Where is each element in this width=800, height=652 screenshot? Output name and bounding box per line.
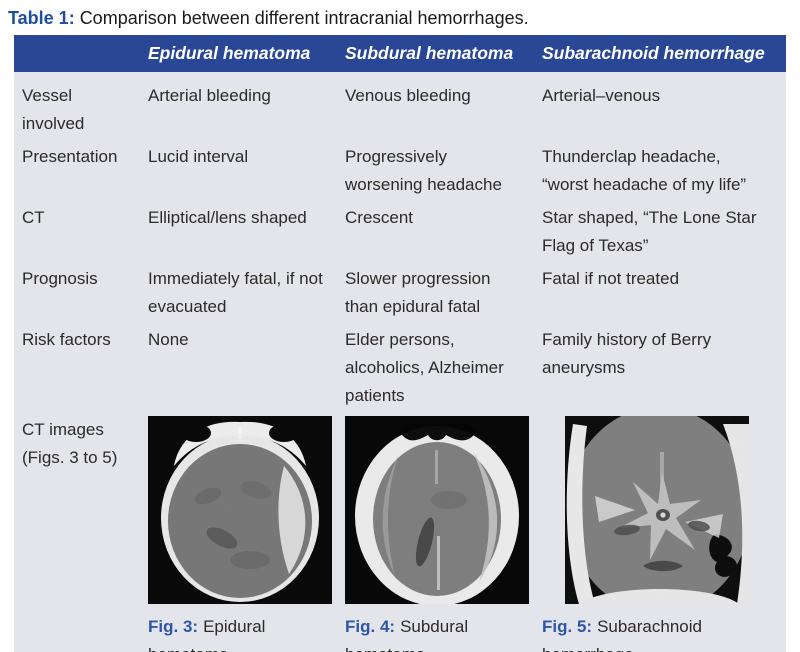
- table-cell: None: [148, 330, 189, 349]
- table-cell: Star shaped, “The Lone Star Flag of Texa…: [542, 208, 757, 255]
- table-cell: Arterial bleeding: [148, 86, 271, 105]
- figure-caption-text: Epidural hematoma.: [148, 617, 266, 652]
- row-label: Prognosis: [22, 269, 98, 288]
- figure-caption: Fig. 5:Subarachnoid hemorrhage.: [542, 613, 772, 652]
- table-cell: Elder persons, alcoholics, Alzheimer pat…: [345, 330, 504, 405]
- table-cell: Lucid interval: [148, 147, 249, 166]
- ct-subdural-hematoma-image: [345, 416, 529, 604]
- table-cell: Immediately fatal, if not evacuated: [148, 269, 323, 316]
- ct-subarachnoid-hemorrhage-image: [565, 416, 749, 604]
- table-cell: Progressively worsening headache: [345, 147, 502, 194]
- table-title: Table 1:Comparison between different int…: [0, 0, 800, 35]
- figure-caption: Fig. 3:Epidural hematoma.: [148, 613, 331, 652]
- figure-subarachnoid: Fig. 5:Subarachnoid hemorrhage.: [542, 416, 786, 652]
- figure-caption: Fig. 4:Subdural hematoma.: [345, 613, 528, 652]
- ct-images-row: CT images (Figs. 3 to 5): [14, 413, 786, 652]
- figure-label: Fig. 5:: [542, 617, 593, 636]
- table-cell: Thunderclap headache, “worst headache of…: [542, 147, 747, 194]
- table-cell: Elliptical/lens shaped: [148, 208, 307, 227]
- table-cell: Arterial–venous: [542, 86, 661, 105]
- figure-epidural: Fig. 3:Epidural hematoma.: [148, 416, 345, 652]
- table-row: Prognosis Immediately fatal, if not evac…: [14, 263, 786, 324]
- table-row: Risk factors None Elder persons, alcohol…: [14, 324, 786, 413]
- comparison-table: Epidural hematoma Subdural hematoma Suba…: [14, 35, 786, 652]
- row-label: Risk factors: [22, 330, 111, 349]
- figure-caption-text: Subdural hematoma.: [345, 617, 469, 652]
- row-label: CT images (Figs. 3 to 5): [22, 420, 118, 467]
- table-row: CT Elliptical/lens shaped Crescent Star …: [14, 202, 786, 263]
- row-label: Vessel involved: [22, 86, 85, 133]
- figure-caption-text: Subarachnoid hemorrhage.: [542, 617, 702, 652]
- ct-epidural-hematoma-image: [148, 416, 332, 604]
- table-cell: Fatal if not treated: [542, 269, 680, 288]
- table-row: Presentation Lucid interval Progressivel…: [14, 141, 786, 202]
- figure-label: Fig. 3:: [148, 617, 199, 636]
- table-cell: Venous bleeding: [345, 86, 471, 105]
- row-label: Presentation: [22, 147, 118, 166]
- table-cell: Crescent: [345, 208, 414, 227]
- table-title-text: Comparison between different intracrania…: [79, 8, 529, 28]
- table-cell: Slower progression than epidural fatal: [345, 269, 491, 316]
- row-label: CT: [22, 208, 45, 227]
- table-header-row: Epidural hematoma Subdural hematoma Suba…: [14, 35, 786, 72]
- table-cell: Family history of Berry aneurysms: [542, 330, 712, 377]
- header-subarachnoid: Subarachnoid hemorrhage: [542, 43, 765, 63]
- table-body: Vessel involved Arterial bleeding Venous…: [14, 72, 786, 652]
- table-row: Vessel involved Arterial bleeding Venous…: [14, 80, 786, 141]
- header-subdural: Subdural hematoma: [345, 43, 514, 63]
- figure-subdural: Fig. 4:Subdural hematoma.: [345, 416, 542, 652]
- figure-label: Fig. 4:: [345, 617, 396, 636]
- table-title-label: Table 1:: [8, 8, 75, 28]
- header-epidural: Epidural hematoma: [148, 43, 311, 63]
